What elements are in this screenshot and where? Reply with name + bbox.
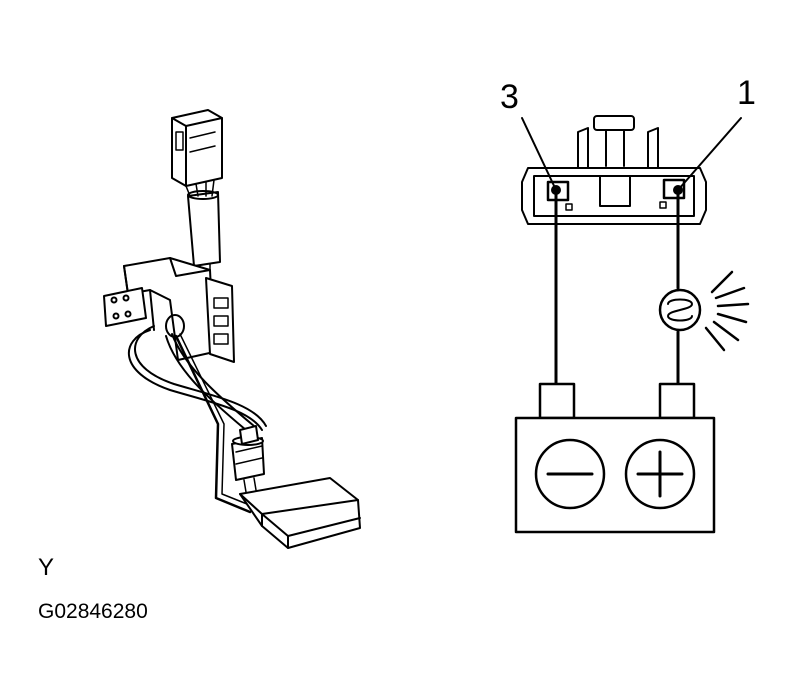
test-lamp-icon (658, 270, 750, 352)
pin-3-label: 3 (500, 78, 519, 116)
figure-code: G02846280 (38, 600, 148, 623)
plus-terminal-icon (624, 438, 696, 510)
two-pin-connector-icon (521, 115, 707, 225)
view-label: Y (38, 554, 55, 581)
fuel-gauge-sender-unit-icon (103, 109, 361, 549)
pin-1-label: 1 (737, 74, 756, 112)
battery-icon (514, 382, 716, 534)
minus-terminal-icon (534, 438, 606, 510)
